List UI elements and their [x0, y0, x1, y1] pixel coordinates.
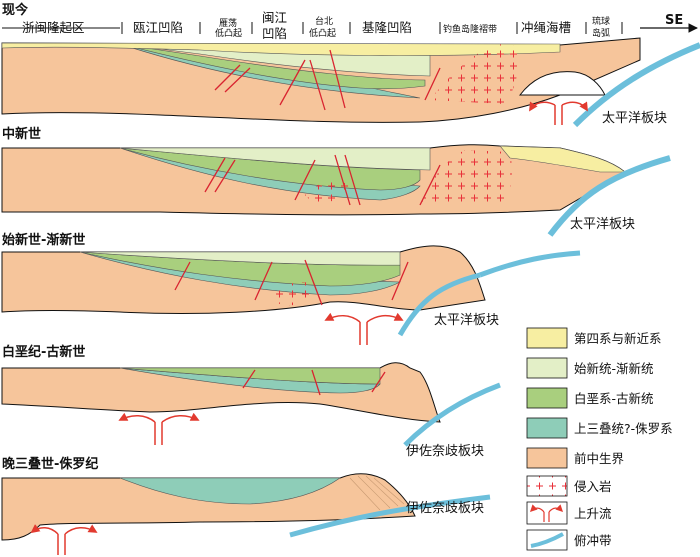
legend-label: 上升流	[574, 506, 612, 521]
upwelling	[529, 101, 588, 125]
intrusive-body	[305, 181, 350, 202]
legend-label: 侵入岩	[574, 479, 612, 494]
stage-label: 中新世	[2, 126, 41, 142]
okinawa-trough-opening	[518, 71, 606, 96]
subduction-zone	[547, 155, 671, 237]
legend-label: 第四系与新近系	[574, 331, 662, 346]
legend-swatch-pre-mesozoic	[526, 447, 568, 469]
accretionary-wedge-lines	[349, 475, 405, 511]
intrusive-body	[430, 44, 520, 104]
legend-swatch-cretaceous-paleogene	[526, 387, 568, 409]
unit-ryukyu-line1: 琉球	[592, 15, 610, 27]
unit-oujiang-sag: 瓯江凹陷	[133, 20, 183, 35]
subduction-zone-tail	[479, 250, 581, 278]
unit-jilong-sag: 基隆凹陷	[362, 20, 412, 35]
legend-swatch-upwelling	[526, 501, 568, 525]
intrusive-body	[270, 282, 312, 306]
triassic-jurassic-layer	[119, 477, 341, 505]
direction-label: SE	[665, 13, 683, 28]
section-present: 现今 太平洋板块	[1, 2, 700, 128]
unit-header: SE 浙闽隆起区 瓯江凹陷 雁荡 低凸起 闽江 凹陷 台北 低凸起 基隆凹陷 钓…	[2, 10, 698, 41]
unit-minjiang-line1: 闽江	[262, 10, 287, 25]
plate-label: 伊佐奈歧板块	[406, 444, 484, 459]
intrusive-body	[420, 150, 513, 205]
plate-label: 太平洋板块	[570, 217, 635, 232]
unit-ryukyu-line2: 岛弧	[592, 27, 610, 39]
legend-swatch-triassic-jurassic	[526, 417, 568, 439]
unit-diaoyu-fold-belt: 钓鱼岛隆褶带	[443, 23, 497, 35]
stage-label: 白垩纪-古新世	[2, 344, 85, 360]
quaternary-neogene-layer	[499, 145, 626, 173]
section-cretaceous-paleocene: 白垩纪-古新世 伊佐奈歧板块	[1, 344, 501, 459]
unit-yandang-line2: 低凸起	[215, 27, 242, 39]
legend-swatch-intrusive	[526, 475, 568, 497]
section-miocene: 中新世 太平洋板块	[1, 126, 671, 237]
subduction-zone	[397, 272, 481, 337]
subduction-zone	[572, 42, 700, 128]
legend-label: 俯冲带	[574, 533, 612, 548]
legend: 第四系与新近系 始新统-渐新统 白垩系-古新统 上三叠统?-侏罗系 前中生界 侵…	[526, 327, 673, 551]
faults	[214, 49, 441, 111]
legend-label: 前中生界	[574, 451, 625, 466]
stage-label: 晚三叠世-侏罗纪	[2, 456, 98, 472]
upwelling	[118, 412, 200, 445]
subduction-zone	[403, 382, 501, 447]
eocene-oligocene-layer	[79, 251, 401, 266]
unit-zhemin-uplift: 浙闽隆起区	[22, 20, 85, 35]
legend-swatch-eocene-oligocene	[526, 357, 568, 379]
unit-taibei-line2: 低凸起	[309, 27, 336, 39]
legend-swatch-subduction	[526, 529, 568, 551]
section-late-triassic-jurassic: 晚三叠世-侏罗纪 伊佐奈歧板块	[1, 456, 491, 555]
upwelling	[30, 524, 98, 555]
upwelling	[324, 312, 404, 345]
unit-taibei-line1: 台北	[315, 15, 333, 27]
section-eocene-oligocene: 始新世-渐新世 太平洋板块	[1, 232, 581, 345]
legend-swatch-quaternary-neogene	[526, 327, 568, 349]
cretaceous-paleogene-layer	[119, 43, 426, 90]
plate-label: 太平洋板块	[434, 313, 499, 328]
plate-label: 伊佐奈歧板块	[406, 501, 484, 516]
subduction-zone	[289, 494, 491, 538]
unit-okinawa-trough: 冲绳海槽	[521, 20, 571, 35]
unit-yandang-line1: 雁荡	[219, 17, 237, 29]
stage-label: 始新世-渐新世	[2, 232, 85, 248]
legend-label: 始新统-渐新统	[574, 361, 654, 376]
eocene-oligocene-layer	[119, 147, 431, 171]
plate-label: 太平洋板块	[602, 111, 667, 126]
stage-label: 现今	[2, 2, 29, 18]
faults	[174, 259, 409, 306]
faults	[204, 154, 441, 206]
faults	[242, 369, 386, 396]
unit-minjiang-line2: 凹陷	[262, 26, 287, 41]
legend-label: 上三叠统?-侏罗系	[574, 421, 673, 436]
legend-label: 白垩系-古新统	[574, 391, 654, 406]
